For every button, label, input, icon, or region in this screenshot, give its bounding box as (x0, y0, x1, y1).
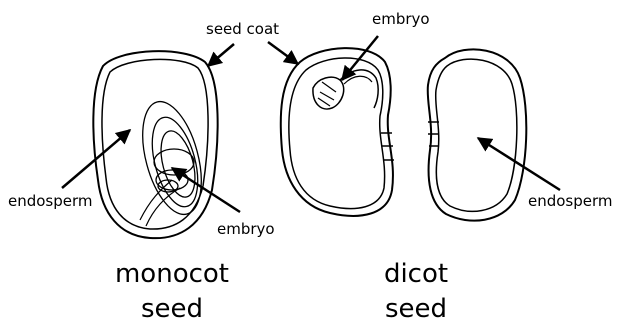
monocot-embryo (132, 95, 212, 226)
caption-dicot-line2: seed (385, 294, 447, 323)
dicot-seed-coat-outer (281, 48, 393, 216)
caption-monocot-line2: seed (141, 294, 203, 323)
arrow-endosperm-dicot (478, 138, 560, 190)
arrow-seed-coat-monocot (208, 44, 234, 66)
caption-monocot-line1: monocot (115, 259, 229, 289)
dicot-seed-coat-right (428, 49, 527, 220)
arrow-seed-coat-dicot (268, 42, 298, 64)
dicot-seed-coat-right-inner (436, 59, 517, 211)
dicot-seed-embryo-half (281, 48, 394, 216)
arrow-endosperm-monocot (62, 130, 130, 188)
dicot-seed-endosperm-half (428, 49, 527, 220)
caption-dicot-line1: dicot (384, 259, 448, 289)
label-embryo-monocot: embryo (217, 220, 275, 238)
pointer-arrows (62, 36, 560, 212)
label-embryo-dicot: embryo (372, 10, 430, 28)
label-endosperm-dicot: endosperm (528, 192, 613, 210)
label-endosperm-monocot: endosperm (8, 192, 93, 210)
label-seed-coat: seed coat (206, 20, 279, 38)
